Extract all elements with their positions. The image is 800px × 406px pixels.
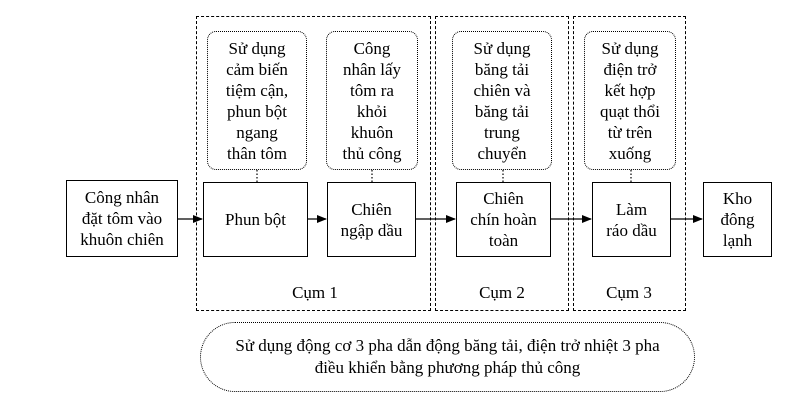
note-lam-rao-dau: Sử dụng điện trở kết hợp quạt thổi từ tr… <box>584 31 676 170</box>
group-frame-cum-3 <box>573 16 686 311</box>
group-frame-cum-1 <box>196 16 431 311</box>
group-label-cum-2: Cụm 2 <box>479 283 525 302</box>
group-frame-cum-2 <box>435 16 569 311</box>
footer-note: Sử dụng động cơ 3 pha dẫn động băng tải,… <box>200 322 695 392</box>
node-kho-dong-lanh: Kho đông lạnh <box>703 182 772 257</box>
node-lam-rao-dau: Làm ráo dầu <box>592 182 671 257</box>
node-chien-chin: Chiên chín hoàn toàn <box>456 182 551 257</box>
note-chien-ngap-dau: Công nhân lấy tôm ra khỏi khuôn thủ công <box>326 31 418 170</box>
node-start: Công nhân đặt tôm vào khuôn chiên <box>66 180 178 257</box>
note-phun-bot: Sử dụng cảm biến tiệm cận, phun bột ngan… <box>207 31 307 170</box>
node-phun-bot: Phun bột <box>203 182 308 257</box>
node-chien-ngap-dau: Chiên ngập dầu <box>327 182 416 257</box>
group-label-cum-3: Cụm 3 <box>606 283 652 302</box>
note-chien-chin: Sử dụng băng tải chiên và băng tải trung… <box>452 31 552 170</box>
group-label-cum-1: Cụm 1 <box>292 283 338 302</box>
